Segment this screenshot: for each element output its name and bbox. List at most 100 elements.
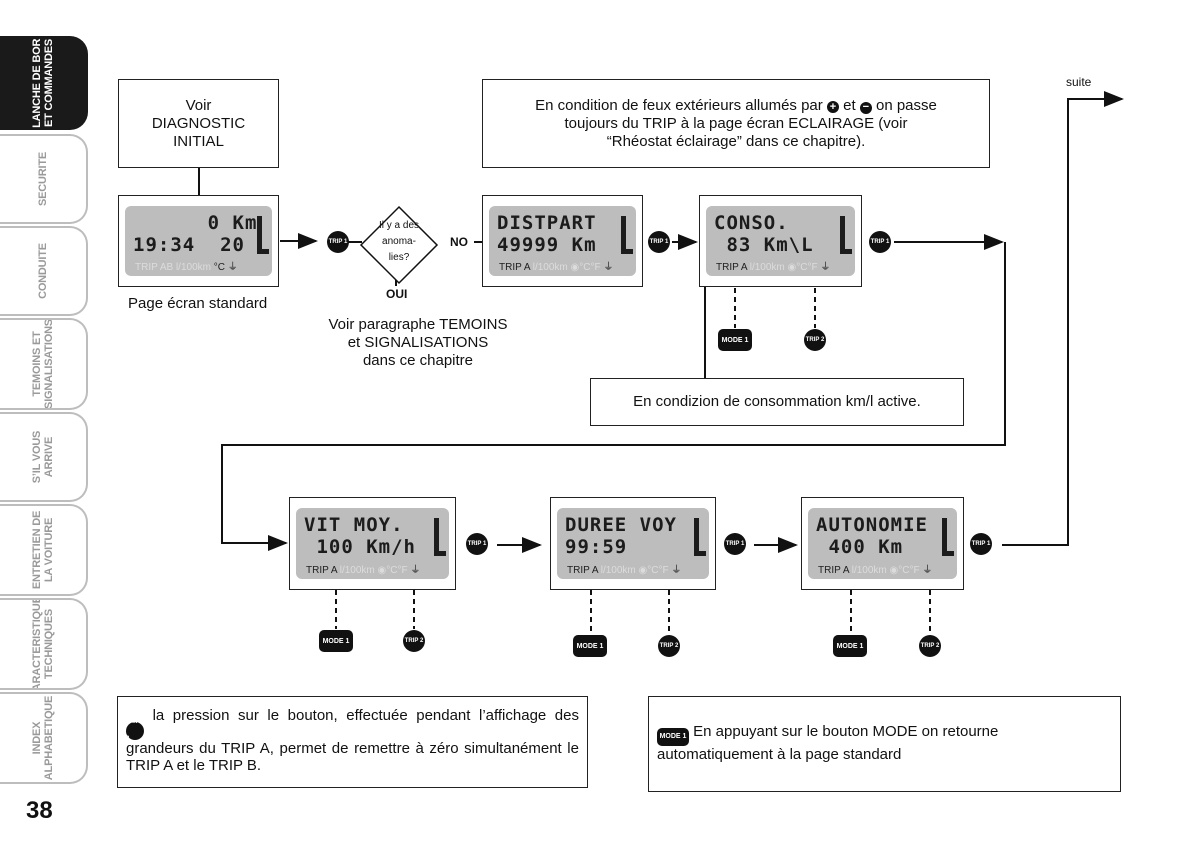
lcd-footer-dark: TRIP A (567, 565, 598, 576)
trip2-note-box: TRIP 2 la pression sur le bouton, effect… (117, 696, 588, 788)
trip2-button[interactable]: TRIP 2 (658, 635, 680, 657)
consumption-condition-text: En condizion de consommation km/l active… (633, 393, 921, 410)
tab-securite[interactable]: SECURITE (0, 134, 88, 224)
trip1-label: TRIP 1 (971, 541, 991, 547)
lcd-footer-dark: TRIP A (499, 262, 530, 273)
trip2-button[interactable]: TRIP 2 (919, 635, 941, 657)
display-vitmoy: VIT MOY. 100 Km/h TRIP A l/100km ◉°C°F ⏚ (289, 497, 456, 590)
mode1-label: MODE 1 (322, 637, 350, 645)
level-bar-icon (840, 216, 852, 254)
temoins-caption: Voir paragraphe TEMOINS et SIGNALISATION… (328, 316, 508, 369)
trip1-button[interactable]: TRIP 1 (970, 533, 992, 555)
display-conso: CONSO. 83 Km\L TRIP A l/100km ◉°C°F ⏚ (699, 195, 862, 287)
mode1-label: MODE 1 (576, 642, 604, 650)
trip2-icon: TRIP 2 (126, 719, 144, 742)
lights-note-line1: En condition de feux extérieurs allumés … (535, 97, 937, 115)
lcd-line1: 0 Km (133, 212, 258, 234)
lcd-footer: TRIP A l/100km ◉°C°F ⏚ (567, 561, 681, 576)
lcd-line2: 100 Km/h (304, 536, 416, 558)
mode1-button[interactable]: MODE 1 (718, 329, 752, 351)
trip1-button[interactable]: TRIP 1 (648, 231, 670, 253)
lights-note-line2: toujours du TRIP à la page écran ECLAIRA… (564, 114, 908, 132)
tab-planche-de-bord[interactable]: PLANCHE DE BORD ET COMMANDES (0, 36, 88, 130)
lcd-line1: AUTONOMIE (816, 514, 928, 536)
trip1-button[interactable]: TRIP 1 (466, 533, 488, 555)
ground-icon: ⏚ (671, 565, 682, 576)
lcd-footer-dim: l/100km ◉°C°F (336, 565, 408, 576)
lights-note-line3: “Rhéostat éclairage” dans ce chapitre). (606, 132, 866, 150)
tab-index[interactable]: INDEX ALPHABETIQUE (0, 692, 88, 784)
ground-icon: ⏚ (603, 262, 614, 273)
lights-note-part2: on passe (875, 96, 937, 114)
ground-icon: ⏚ (922, 565, 933, 576)
trip1-label: TRIP 1 (467, 541, 487, 547)
mode1-label: MODE 1 (836, 642, 864, 650)
lcd-footer-dim: TRIP AB l/100km (135, 262, 211, 273)
mode1-button[interactable]: MODE 1 (573, 635, 607, 657)
display-distpart: DISTPART 49999 Km TRIP A l/100km ◉°C°F ⏚ (482, 195, 643, 287)
ground-icon: ⏚ (227, 262, 238, 273)
lights-note-and: et (843, 96, 856, 114)
trip1-button[interactable]: TRIP 1 (724, 533, 746, 555)
trip1-label: TRIP 1 (649, 239, 669, 245)
trip2-label: TRIP 2 (920, 643, 940, 649)
level-bar-icon (434, 518, 446, 556)
tab-conduite[interactable]: CONDUITE (0, 226, 88, 316)
display-standard: 0 Km 19:34 20 TRIP AB l/100km °C ⏚ (118, 195, 279, 287)
lcd-footer-dim: l/100km ◉°C°F (848, 565, 920, 576)
diagnostic-box: Voir DIAGNOSTIC INITIAL (118, 79, 279, 168)
tab-sil-vous-arrive[interactable]: S’IL VOUS ARRIVE (0, 412, 88, 502)
lcd-footer-dim: l/100km ◉°C°F (529, 262, 601, 273)
lcd-screen: DISTPART 49999 Km TRIP A l/100km ◉°C°F ⏚ (489, 206, 636, 276)
trip2-label: TRIP 2 (404, 638, 424, 644)
mode1-icon: MODE 1 (657, 727, 689, 746)
lcd-line1: CONSO. (714, 212, 789, 234)
mode1-button[interactable]: MODE 1 (319, 630, 353, 652)
lcd-footer-dark: TRIP A (716, 262, 747, 273)
lcd-footer-dim: l/100km ◉°C°F (746, 262, 818, 273)
trip1-button[interactable]: TRIP 1 (869, 231, 891, 253)
display-duree-voy: DUREE VOY 99:59 TRIP A l/100km ◉°C°F ⏚ (550, 497, 716, 590)
trip2-button[interactable]: TRIP 2 (804, 329, 826, 351)
lcd-line1: DUREE VOY (565, 514, 677, 536)
mode1-button[interactable]: MODE 1 (833, 635, 867, 657)
lcd-screen: CONSO. 83 Km\L TRIP A l/100km ◉°C°F ⏚ (706, 206, 855, 276)
mode-note-box: MODE 1 En appuyant sur le bouton MODE on… (648, 696, 1121, 792)
level-bar-icon (257, 216, 269, 254)
mode-note-text: En appuyant sur le bouton MODE on retour… (657, 723, 999, 763)
tab-caracteristiques[interactable]: CARACTERISTIQUES TECHNIQUES (0, 598, 88, 690)
trip1-button[interactable]: TRIP 1 (327, 231, 349, 253)
trip1-label: TRIP 1 (725, 541, 745, 547)
mode1-icon-label: MODE 1 (659, 733, 687, 740)
diagnostic-text: Voir DIAGNOSTIC INITIAL (151, 96, 246, 150)
trip1-label: TRIP 1 (870, 239, 890, 245)
lcd-line1: DISTPART (497, 212, 597, 234)
decision-yes: OUI (386, 287, 408, 301)
tab-entretien[interactable]: ENTRETIEN DE LA VOITURE (0, 504, 88, 596)
ground-icon: ⏚ (410, 565, 421, 576)
trip2-button[interactable]: TRIP 2 (403, 630, 425, 652)
lcd-footer-dark: °C (210, 262, 225, 273)
decision-no: NO (450, 235, 468, 249)
lcd-line2: 19:34 20 (133, 234, 245, 256)
ground-icon: ⏚ (820, 262, 831, 273)
trip2-icon-label: TRIP 2 (126, 719, 140, 742)
suite-label: suite (1066, 75, 1092, 89)
lcd-screen: VIT MOY. 100 Km/h TRIP A l/100km ◉°C°F ⏚ (296, 508, 449, 579)
trip2-label: TRIP 2 (659, 643, 679, 649)
level-bar-icon (694, 518, 706, 556)
level-bar-icon (621, 216, 633, 254)
lcd-footer-dark: TRIP A (818, 565, 849, 576)
lcd-screen: 0 Km 19:34 20 TRIP AB l/100km °C ⏚ (125, 206, 272, 276)
lcd-footer: TRIP A l/100km ◉°C°F ⏚ (306, 561, 420, 576)
minus-icon: − (859, 101, 872, 114)
lcd-footer: TRIP A l/100km ◉°C°F ⏚ (716, 258, 830, 273)
tab-temoins[interactable]: TEMOINS ET SIGNALISATIONS (0, 318, 88, 410)
lcd-line2: 99:59 (565, 536, 628, 558)
standard-page-caption: Page écran standard (128, 295, 268, 312)
lcd-footer: TRIP A l/100km ◉°C°F ⏚ (818, 561, 932, 576)
lcd-screen: AUTONOMIE 400 Km TRIP A l/100km ◉°C°F ⏚ (808, 508, 957, 579)
lcd-footer-dark: TRIP A (306, 565, 337, 576)
display-autonomie: AUTONOMIE 400 Km TRIP A l/100km ◉°C°F ⏚ (801, 497, 964, 590)
